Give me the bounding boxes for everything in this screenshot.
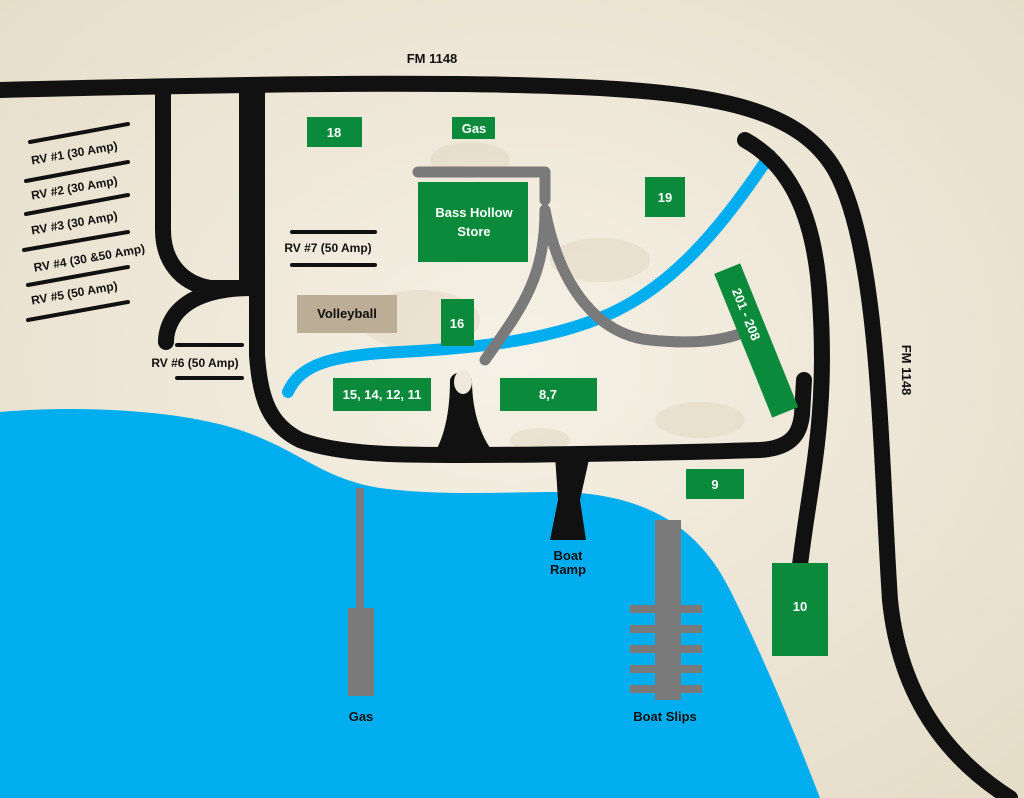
- boat-ramp-label-line1: Boat: [554, 548, 584, 563]
- highway-label-right: FM 1148: [899, 345, 914, 396]
- gas-station[interactable]: [452, 117, 495, 139]
- boat-ramp: [550, 455, 590, 540]
- building-18-label: 18: [327, 125, 341, 140]
- building-8-7-label: 8,7: [539, 387, 557, 402]
- gas-dock-walkway: [356, 488, 364, 613]
- building-16[interactable]: [441, 299, 474, 346]
- building-10[interactable]: [772, 563, 828, 656]
- building-8-7[interactable]: [500, 378, 597, 411]
- gas-dock-label: Gas: [349, 709, 374, 724]
- rv-label-7: RV #7 (50 Amp): [284, 241, 371, 255]
- junction-island: [454, 370, 472, 394]
- store-label-line2: Store: [457, 224, 490, 239]
- building-18[interactable]: [307, 117, 362, 147]
- boat-ramp-label-line2: Ramp: [550, 562, 586, 577]
- building-19[interactable]: [645, 177, 685, 217]
- highway-label-top: FM 1148: [407, 51, 458, 66]
- store-label-line1: Bass Hollow: [435, 205, 513, 220]
- highway-fm1148: [0, 75, 1018, 798]
- bass-hollow-store[interactable]: [418, 182, 528, 262]
- building-15-label: 15, 14, 12, 11: [343, 387, 422, 402]
- boat-slips-label: Boat Slips: [633, 709, 697, 724]
- volleyball-label: Volleyball: [317, 306, 377, 321]
- building-9[interactable]: [686, 469, 744, 499]
- building-10-label: 10: [793, 599, 807, 614]
- building-9-label: 9: [711, 477, 718, 492]
- cabins-201-208[interactable]: [714, 263, 799, 418]
- gas-dock: [348, 608, 374, 696]
- building-16-label: 16: [450, 316, 464, 331]
- ramp-junction: [430, 372, 500, 460]
- volleyball-court[interactable]: [297, 295, 397, 333]
- building-19-label: 19: [658, 190, 672, 205]
- rv6-spur: [158, 280, 260, 350]
- loop-road-east: [737, 132, 830, 573]
- boat-slips: [630, 520, 702, 700]
- creek: [282, 149, 776, 398]
- walking-paths: [412, 166, 751, 366]
- lake: [0, 409, 820, 798]
- rv-pads: [22, 122, 377, 380]
- gas-station-label: Gas: [462, 121, 487, 136]
- building-15-14-12-11[interactable]: [333, 378, 431, 411]
- rv-label-6: RV #6 (50 Amp): [151, 356, 238, 370]
